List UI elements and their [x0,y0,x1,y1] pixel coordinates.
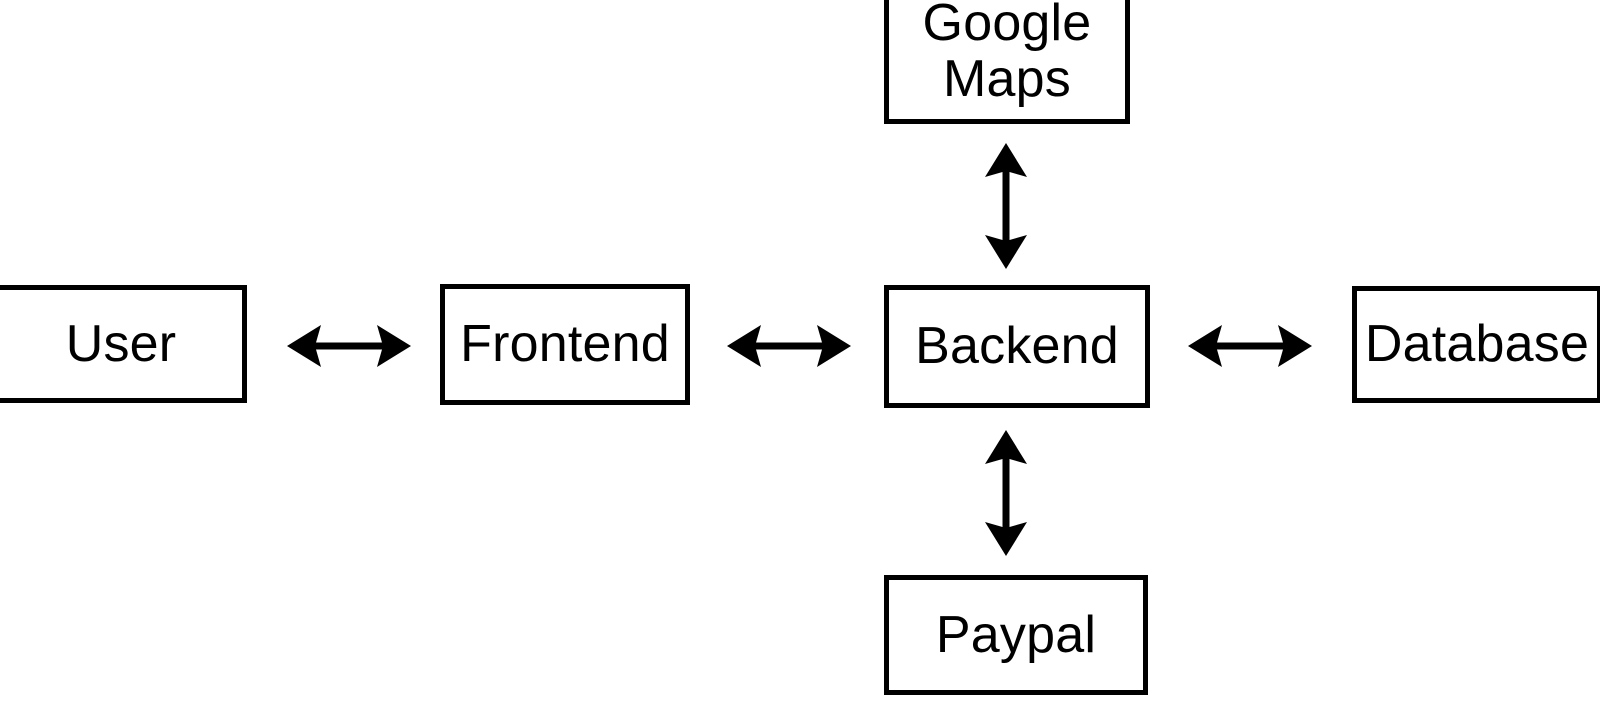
node-user[interactable]: User [0,285,247,403]
node-database-label: Database [1364,315,1590,374]
node-google-maps-label: Google Maps [922,0,1092,108]
edge-user-frontend-double-arrow-icon[interactable] [287,318,411,374]
node-paypal[interactable]: Paypal [884,575,1148,695]
node-frontend-label: Frontend [460,315,670,374]
node-database[interactable]: Database [1352,286,1600,403]
edge-backend-database-double-arrow-icon[interactable] [1188,318,1312,374]
node-backend-label: Backend [915,317,1119,376]
node-google-maps[interactable]: Google Maps [884,0,1130,124]
edge-frontend-backend-double-arrow-icon[interactable] [727,318,851,374]
node-backend[interactable]: Backend [884,285,1150,408]
edge-backend-paypal-double-arrow-icon[interactable] [978,430,1034,556]
edge-backend-google-maps-double-arrow-icon[interactable] [978,143,1034,269]
node-frontend[interactable]: Frontend [440,284,690,405]
node-user-label: User [65,314,177,373]
node-paypal-label: Paypal [935,605,1097,664]
